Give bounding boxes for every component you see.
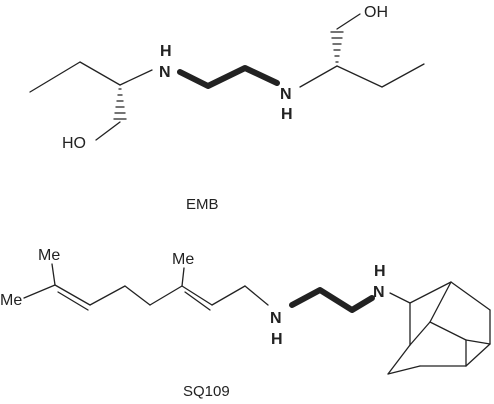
sq109-bond [181,285,213,306]
emb-bond [381,63,425,88]
emb-hashed-wedge-right [330,31,344,63]
sq109-methyl-top: Me [38,247,60,264]
emb-bond [95,121,121,141]
emb-bond [79,61,121,86]
sq109-ethylene-linker [289,287,375,313]
emb-bond [336,13,361,30]
sq109-amine-h-right: H [374,263,386,280]
emb-amine-n-left: N [159,64,171,81]
emb-amine-h-left: H [160,43,172,60]
sq109-amine-n-left: N [270,310,282,327]
sq109-methyl-left: Me [0,292,22,309]
emb-amine-n-right: N [280,86,292,103]
sq109-structure: Me Me Me N H H N [0,247,491,400]
emb-hydroxyl-top: OH [364,4,388,21]
sq109-adamantane [387,281,491,375]
sq109-bond [211,285,246,306]
sq109-amine-n-right: N [373,284,385,301]
sq109-bond [51,263,56,286]
sq109-bond [54,284,91,306]
sq109-amine-h-left: H [271,331,283,348]
sq109-double-bond [184,291,211,311]
sq109-bond [89,285,126,306]
emb-structure: HO H N N H OH EMB [29,4,425,213]
emb-hashed-wedge-left [113,88,127,120]
emb-bond [299,65,338,88]
sq109-methyl-mid: Me [172,251,194,268]
sq109-bond [124,285,151,306]
emb-bond [29,61,81,93]
emb-caption: EMB [186,196,219,213]
sq109-caption: SQ109 [183,383,230,400]
emb-hydroxyl-bottom: HO [62,135,86,152]
emb-amine-h-right: H [281,106,293,123]
sq109-bond [23,284,56,299]
sq109-bond [149,285,183,306]
sq109-bond [181,267,185,287]
sq109-double-bond [57,291,89,311]
emb-bond [119,69,153,86]
emb-ethylene-linker [177,65,280,89]
sq109-bond [244,285,269,306]
emb-bond [336,65,383,88]
